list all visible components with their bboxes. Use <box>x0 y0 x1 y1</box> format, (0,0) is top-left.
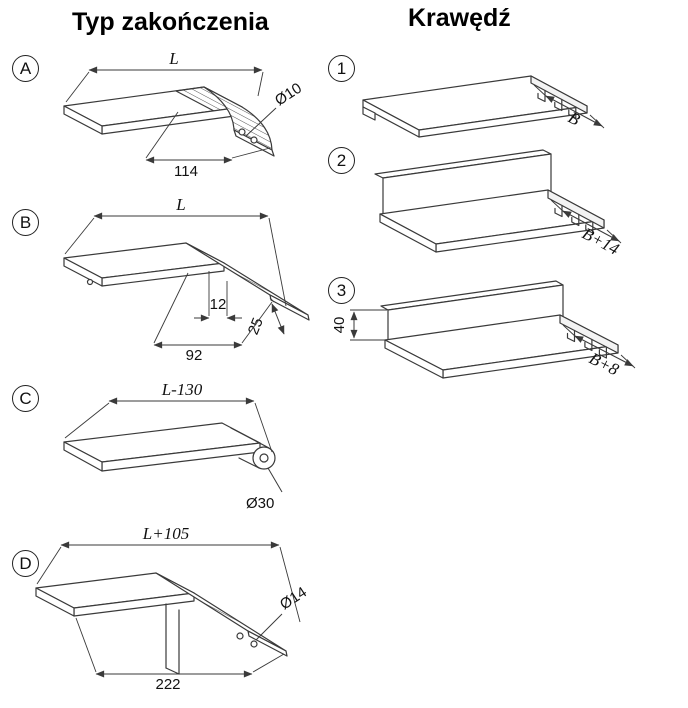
dim-bottom-label: 114 <box>174 163 198 180</box>
dimension-length: L+105 <box>36 524 301 623</box>
dimension-hole-diameter: Ø10 <box>245 80 305 137</box>
drawing-end-type-d: L+105 Ø14 222 <box>35 524 310 693</box>
ramp-plate <box>63 422 261 472</box>
dimension-length: L <box>65 49 264 103</box>
drawing-end-type-a: L 114 Ø10 <box>63 49 305 180</box>
back-wall <box>380 280 564 343</box>
dimension-hole-diameter: Ø14 <box>255 584 310 641</box>
dimension-length: L <box>64 195 287 307</box>
dim-hole-label: Ø14 <box>277 584 310 614</box>
dim-c-label: 92 <box>186 347 203 364</box>
drawing-edge-1: B <box>362 75 605 138</box>
dim-length-label: L <box>168 49 178 68</box>
rolled-tube-end <box>230 427 276 470</box>
dim-width-label: B+14 <box>579 224 623 259</box>
drawing-edge-3: 40 B+8 <box>331 280 636 380</box>
front-lip <box>362 106 376 121</box>
drawing-edge-2: B+14 <box>374 149 623 259</box>
hinged-ramp-flap <box>155 572 288 657</box>
edge-2-badge: 2 <box>328 147 355 174</box>
hinge-pin <box>86 278 94 286</box>
dim-hole-label: Ø30 <box>246 495 274 512</box>
dimension-114: 114 <box>145 111 271 180</box>
ramp-plate <box>63 242 225 287</box>
end-type-a-badge: A <box>12 55 39 82</box>
dimension-wall-height: 40 <box>331 309 387 341</box>
back-wall <box>374 149 552 217</box>
profile-plate <box>362 75 588 138</box>
drawing-end-type-b: L 12 25 92 <box>63 195 310 364</box>
dimension-length: L-130 <box>64 380 273 453</box>
ramp-plate <box>35 572 195 617</box>
dim-bottom-label: 222 <box>155 676 180 693</box>
dimension-222: 222 <box>75 617 285 693</box>
dim-height-label: 40 <box>331 317 348 334</box>
heading-end-types: Typ zakończenia <box>72 8 269 36</box>
drawing-end-type-c: L-130 Ø30 <box>63 380 283 512</box>
end-type-b-badge: B <box>12 209 39 236</box>
dim-hole-label: Ø10 <box>272 80 305 110</box>
dim-length-label: L <box>175 195 185 214</box>
edge-3-badge: 3 <box>328 277 355 304</box>
support-leg <box>165 603 180 675</box>
dimension-92: 92 <box>153 272 273 364</box>
dim-a-label: 12 <box>210 296 227 313</box>
dimension-12: 12 <box>194 271 242 322</box>
hinged-ramp-flap <box>185 242 310 321</box>
heading-edges: Krawędź <box>408 4 511 32</box>
dimension-tube-diameter: Ø30 <box>246 467 283 512</box>
end-type-d-badge: D <box>12 550 39 577</box>
dim-length-label: L-130 <box>161 380 203 399</box>
edge-1-badge: 1 <box>328 55 355 82</box>
dim-length-label: L+105 <box>142 524 189 543</box>
end-type-c-badge: C <box>12 385 39 412</box>
